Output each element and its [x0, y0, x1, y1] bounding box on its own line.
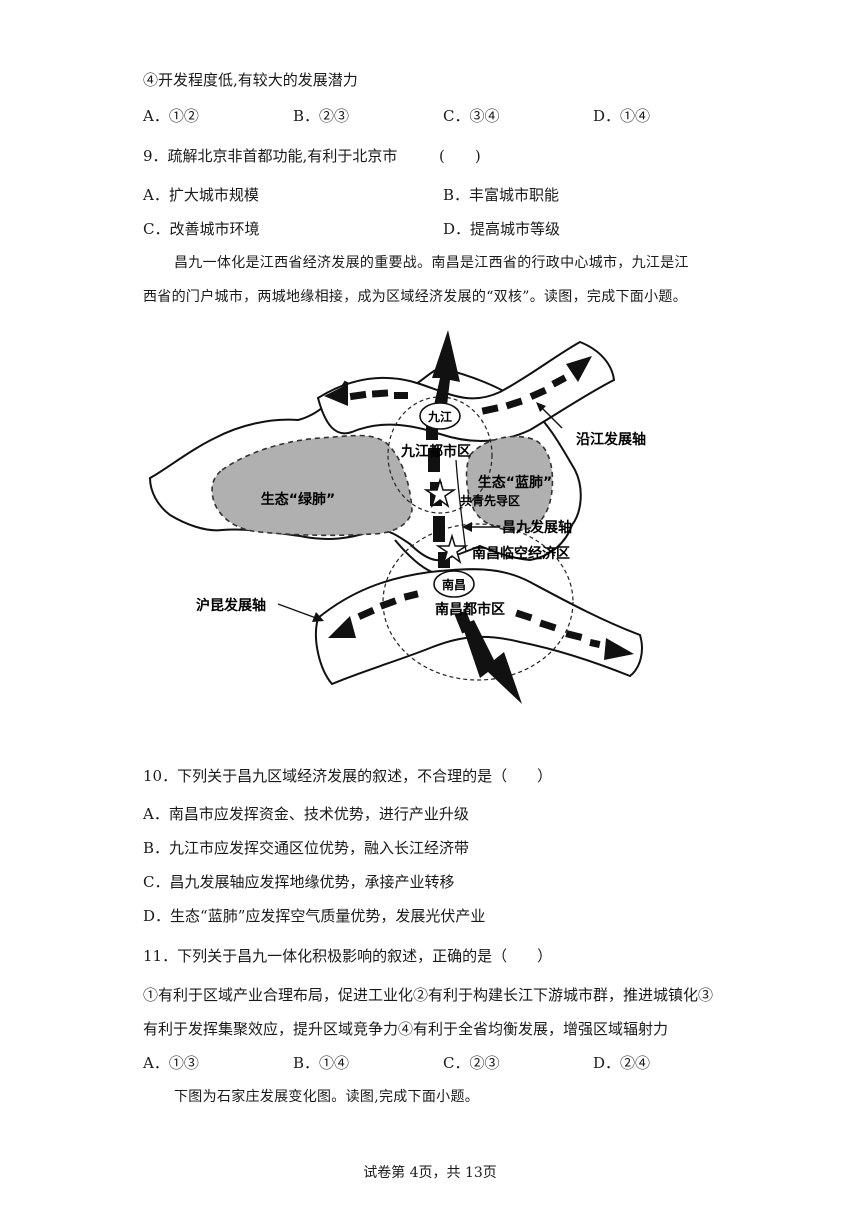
yanjiang-arrows [324, 356, 592, 415]
q11-statements-line-1: ①有利于区域产业合理布局，促进工业化②有利于构建长江下游城市群，推进城镇化③ [143, 986, 714, 1004]
q11-statements-line-2: 有利于发挥集聚效应，提升区域竞争力④有利于全省均衡发展，增强区域辐射力 [143, 1020, 669, 1038]
nanchang-metro-boundary [382, 523, 574, 681]
q11-stem: 11．下列关于昌九一体化积极影响的叙述，正确的是（ ） [143, 947, 553, 965]
changjiu-map: 九江 南昌 九江都市区 生态“绿肺” 生态“蓝肺” 共青先导区 昌九发展轴 南昌… [148, 330, 646, 704]
q9-stem: 9．疏解北京非首都功能,有利于北京市 [143, 147, 398, 165]
yanjiang-axis-label: 沿江发展轴 [576, 431, 646, 448]
jiujiang-label: 九江 [427, 409, 452, 424]
yanjiang-band [316, 340, 616, 442]
q9-option-a: A．扩大城市规模 [143, 186, 259, 204]
jiujiang-metro-label: 九江都市区 [400, 443, 471, 460]
north-arrow [432, 330, 460, 414]
linkong-label: 南昌临空经济区 [472, 545, 570, 562]
jiujiang-metro-boundary [387, 396, 493, 514]
hukun-band [314, 568, 643, 686]
q8-option-b: B．②③ [293, 107, 350, 125]
page-footer: 试卷第 4页，共 13页 [363, 1165, 497, 1181]
gongqing-label: 共青先导区 [460, 493, 520, 508]
intro-paragraph-line-1: 昌九一体化是江西省经济发展的重要战。南昌是江西省的行政中心城市，九江是江 [174, 255, 689, 271]
green-lung [211, 434, 413, 537]
q9-option-b: B．丰富城市职能 [443, 186, 560, 204]
q8-option-a: A．①② [143, 107, 199, 125]
intro-paragraph-2: 下图为石家庄发展变化图。读图,完成下面小题。 [174, 1089, 480, 1105]
q10-option-d: D．生态“蓝肺”应发挥空气质量优势，发展光伏产业 [143, 907, 486, 925]
hukun-axis-label: 沪昆发展轴 [196, 597, 266, 614]
q11-option-c: C．②③ [443, 1054, 500, 1072]
q8-item-4: ④开发程度低,有较大的发展潜力 [143, 71, 358, 89]
jiujiang-city-marker [419, 402, 461, 430]
blue-lung-label: 生态“蓝肺” [478, 474, 552, 491]
q11-option-b: B．①④ [293, 1054, 350, 1072]
q9-option-c: C．改善城市环境 [143, 220, 260, 238]
q10-stem: 10．下列关于昌九区域经济发展的叙述，不合理的是（ ） [143, 767, 553, 785]
changjiu-axis-label: 昌九发展轴 [502, 519, 572, 536]
q10-option-a: A．南昌市应发挥资金、技术优势，进行产业升级 [143, 805, 469, 823]
green-lung-label: 生态“绿肺” [261, 491, 335, 508]
q9-answer-paren: ( ) [439, 147, 481, 165]
q11-option-a: A．①③ [143, 1054, 199, 1072]
nanchang-city-marker [433, 570, 475, 598]
gongqing-star-icon [423, 477, 457, 508]
linkong-star-icon [435, 533, 469, 564]
q8-option-d: D．①④ [593, 107, 651, 125]
nanchang-label: 南昌 [442, 577, 466, 592]
q9-option-d: D．提高城市等级 [443, 220, 561, 238]
nanchang-metro-label: 南昌都市区 [435, 601, 505, 618]
intro-paragraph-line-2: 西省的门户城市，两城地缘相接，成为区域经济发展的“双核”。读图，完成下面小题。 [143, 289, 688, 305]
q11-option-d: D．②④ [593, 1054, 651, 1072]
blue-lung [465, 435, 554, 532]
lower-land [394, 539, 433, 573]
hukun-arrows [328, 590, 634, 660]
q10-option-b: B．九江市应发挥交通区位优势，融入长江经济带 [143, 839, 470, 857]
q8-option-c: C．③④ [443, 107, 500, 125]
q10-option-c: C．昌九发展轴应发挥地缘优势，承接产业转移 [143, 873, 455, 891]
south-arrow [462, 620, 522, 704]
